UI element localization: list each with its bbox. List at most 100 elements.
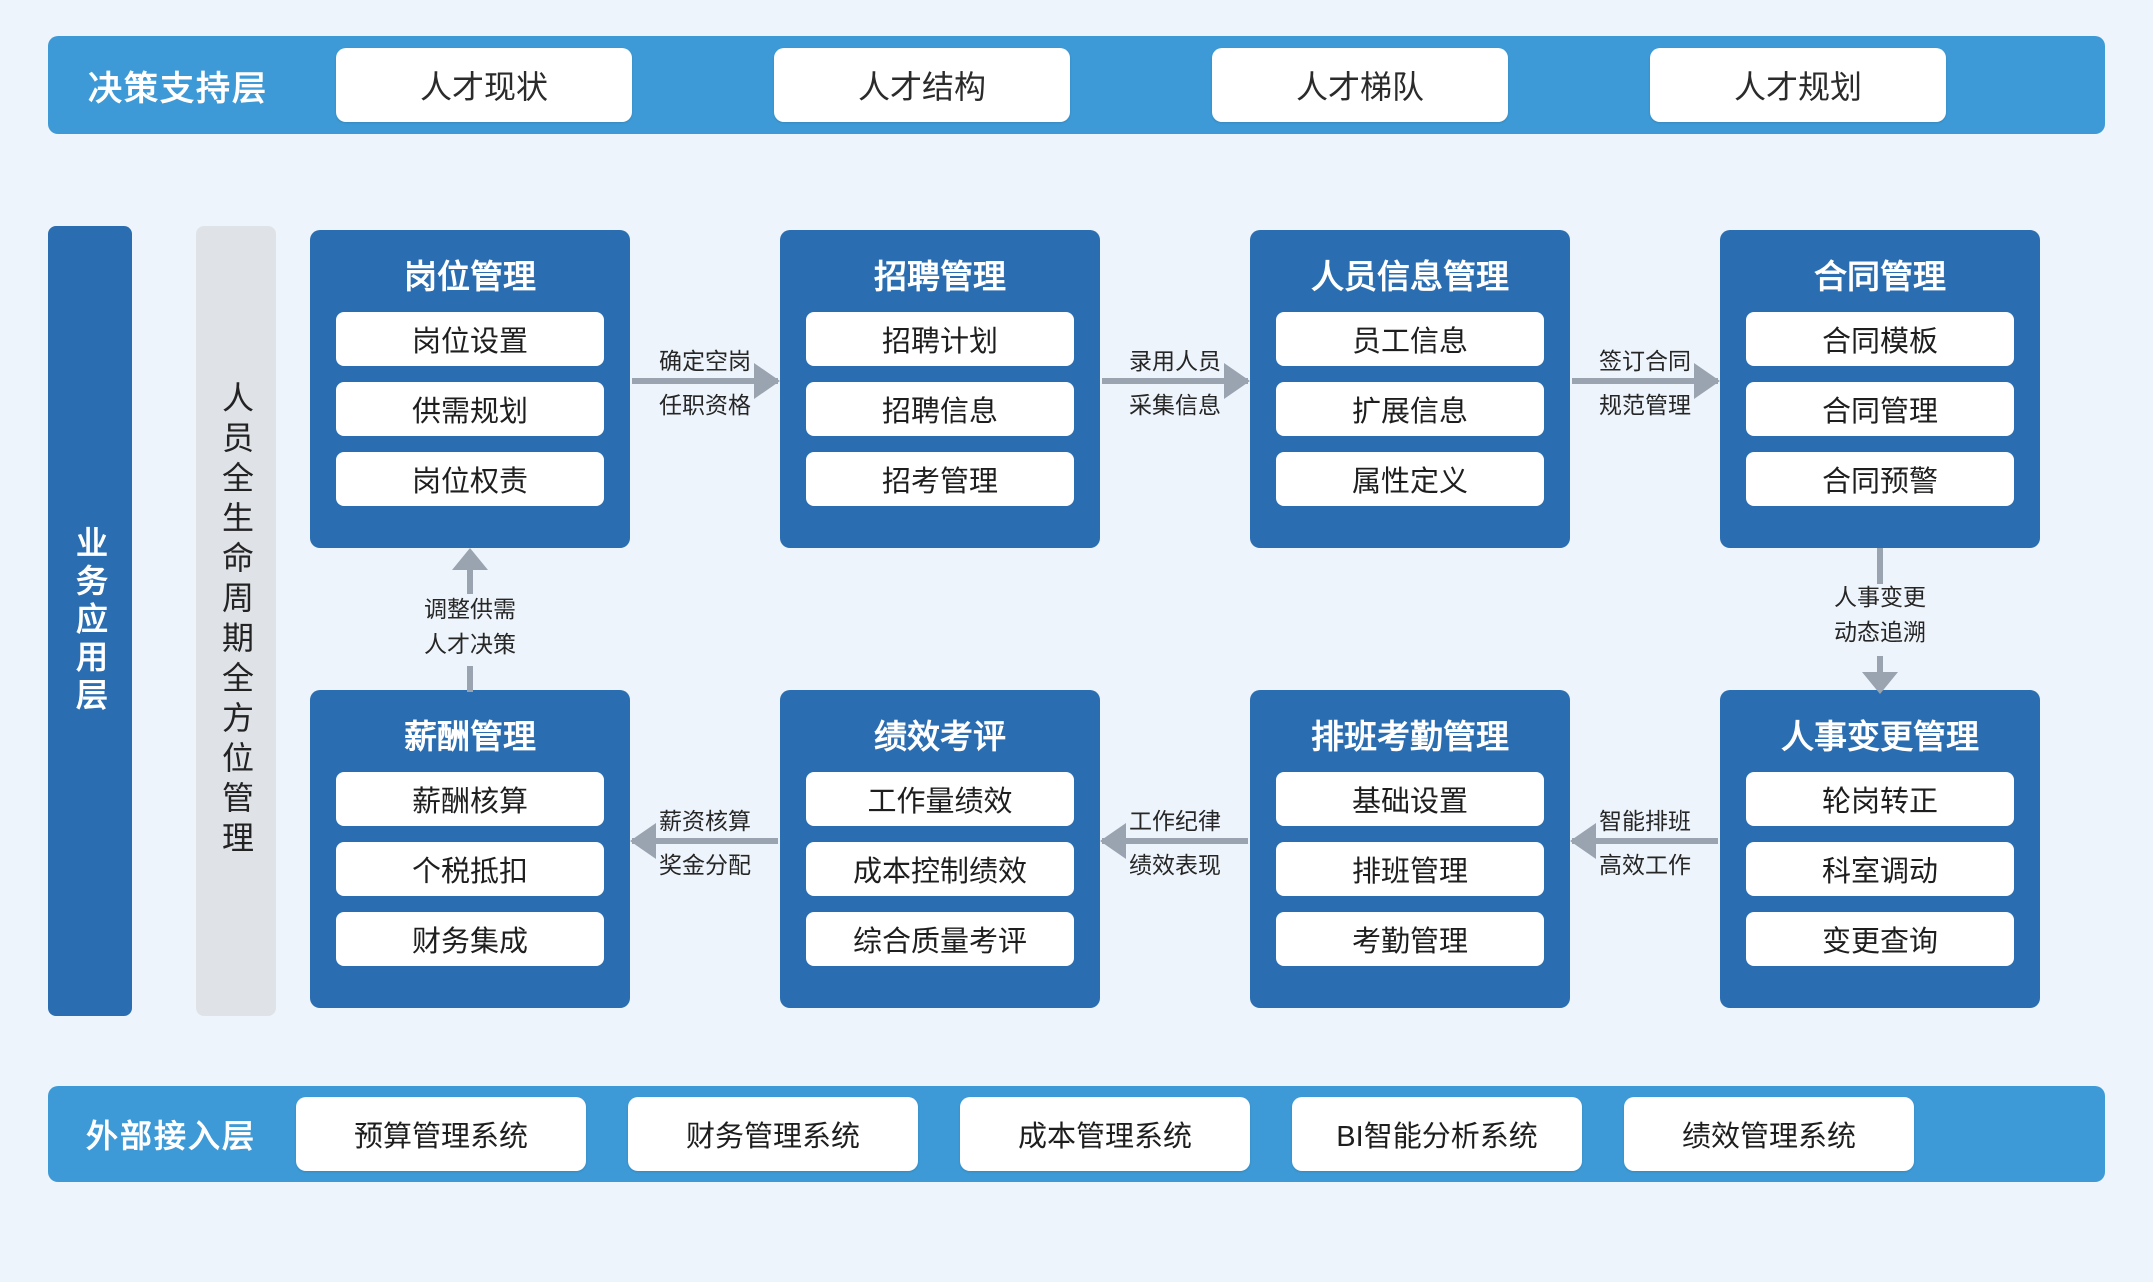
module-title: 薪酬管理	[404, 718, 536, 755]
connector-line	[467, 666, 473, 692]
connector-label-line2: 高效工作	[1599, 852, 1691, 878]
module-item[interactable]: 扩展信息	[1276, 382, 1544, 436]
module-item[interactable]: 成本控制绩效	[806, 842, 1074, 896]
connector-label-line2: 奖金分配	[659, 852, 751, 878]
external-access-chip-group: 预算管理系统 财务管理系统 成本管理系统 BI智能分析系统 绩效管理系统	[296, 1097, 1914, 1171]
arrow-head-icon	[1570, 823, 1596, 859]
module-item[interactable]: 招聘计划	[806, 312, 1074, 366]
module-title: 人事变更管理	[1781, 718, 1979, 755]
module-card-personnel-information-management[interactable]: 人员信息管理 员工信息 扩展信息 属性定义	[1250, 230, 1570, 548]
connector-scheduling-to-performance: 工作纪律 绩效表现	[1100, 806, 1248, 878]
connector-position-to-recruitment: 确定空岗 任职资格	[632, 346, 780, 418]
module-item[interactable]: 岗位设置	[336, 312, 604, 366]
connector-line	[1572, 838, 1718, 844]
connector-label: 调整供需人才决策	[424, 592, 516, 661]
module-item[interactable]: 财务集成	[336, 912, 604, 966]
arrow-head-icon	[630, 823, 656, 859]
module-item[interactable]: 招考管理	[806, 452, 1074, 506]
module-title: 招聘管理	[874, 258, 1006, 295]
connector-label-line1: 人事变更	[1834, 584, 1926, 610]
business-application-layer: 业务应用层 人员全生命周期全方位管理 岗位管理 岗位设置 供需规划 岗位权责 招…	[48, 218, 2105, 1024]
connector-line	[1877, 656, 1883, 674]
module-cards-area: 岗位管理 岗位设置 供需规划 岗位权责 招聘管理 招聘计划 招聘信息 招考管理 …	[310, 218, 2105, 1024]
module-item[interactable]: 岗位权责	[336, 452, 604, 506]
module-item[interactable]: 个税抵扣	[336, 842, 604, 896]
external-chip-performance-system[interactable]: 绩效管理系统	[1624, 1097, 1914, 1171]
external-chip-bi-analytics-system[interactable]: BI智能分析系统	[1292, 1097, 1582, 1171]
connector-label-line1: 签订合同	[1599, 348, 1691, 374]
module-card-scheduling-attendance-management[interactable]: 排班考勤管理 基础设置 排班管理 考勤管理	[1250, 690, 1570, 1008]
connector-personnel-change-to-scheduling: 智能排班 高效工作	[1570, 806, 1718, 878]
decision-support-layer-bar: 决策支持层 人才现状 人才结构 人才梯队 人才规划	[48, 36, 2105, 134]
module-item[interactable]: 招聘信息	[806, 382, 1074, 436]
module-title: 排班考勤管理	[1311, 718, 1509, 755]
connector-compensation-to-position: 调整供需人才决策	[395, 548, 545, 692]
arrow-head-icon	[1694, 363, 1720, 399]
arrow-head-icon	[1224, 363, 1250, 399]
module-item[interactable]: 供需规划	[336, 382, 604, 436]
module-item[interactable]: 薪酬核算	[336, 772, 604, 826]
connector-label: 人事变更动态追溯	[1834, 580, 1926, 649]
external-access-layer-title: 外部接入层	[86, 1118, 257, 1154]
connector-label-line2: 任职资格	[659, 392, 751, 418]
connector-label-line2: 绩效表现	[1129, 852, 1221, 878]
module-item[interactable]: 综合质量考评	[806, 912, 1074, 966]
module-item[interactable]: 科室调动	[1746, 842, 2014, 896]
connector-label-line1: 智能排班	[1599, 808, 1691, 834]
decision-chip-talent-planning[interactable]: 人才规划	[1650, 48, 1946, 122]
module-title: 人员信息管理	[1311, 258, 1509, 295]
decision-chip-talent-echelon[interactable]: 人才梯队	[1212, 48, 1508, 122]
module-item[interactable]: 合同模板	[1746, 312, 2014, 366]
external-chip-cost-system[interactable]: 成本管理系统	[960, 1097, 1250, 1171]
connector-line	[1877, 548, 1883, 584]
connector-label-line2: 采集信息	[1129, 392, 1221, 418]
module-item[interactable]: 合同管理	[1746, 382, 2014, 436]
module-card-recruitment-management[interactable]: 招聘管理 招聘计划 招聘信息 招考管理	[780, 230, 1100, 548]
connector-line	[467, 568, 473, 594]
module-item[interactable]: 员工信息	[1276, 312, 1544, 366]
module-item[interactable]: 属性定义	[1276, 452, 1544, 506]
module-title: 绩效考评	[874, 718, 1006, 755]
decision-chip-talent-status[interactable]: 人才现状	[336, 48, 632, 122]
connector-label-line1: 录用人员	[1129, 348, 1221, 374]
module-item[interactable]: 基础设置	[1276, 772, 1544, 826]
module-card-contract-management[interactable]: 合同管理 合同模板 合同管理 合同预警	[1720, 230, 2040, 548]
module-title: 合同管理	[1814, 258, 1946, 295]
module-card-position-management[interactable]: 岗位管理 岗位设置 供需规划 岗位权责	[310, 230, 630, 548]
arrow-head-icon	[1100, 823, 1126, 859]
business-application-layer-title: 业务应用层	[48, 226, 132, 1016]
lifecycle-band-label: 人员全生命周期全方位管理	[196, 226, 276, 1016]
module-item[interactable]: 工作量绩效	[806, 772, 1074, 826]
connector-personnel-info-to-contract: 签订合同 规范管理	[1572, 346, 1720, 418]
connector-line	[632, 378, 778, 384]
arrow-head-icon	[754, 363, 780, 399]
external-chip-finance-system[interactable]: 财务管理系统	[628, 1097, 918, 1171]
connector-label-line2: 规范管理	[1599, 392, 1691, 418]
module-card-performance-appraisal[interactable]: 绩效考评 工作量绩效 成本控制绩效 综合质量考评	[780, 690, 1100, 1008]
module-card-personnel-change-management[interactable]: 人事变更管理 轮岗转正 科室调动 变更查询	[1720, 690, 2040, 1008]
arrow-head-icon	[1862, 672, 1898, 694]
connector-line	[1102, 838, 1248, 844]
connector-performance-to-compensation: 薪资核算 奖金分配	[630, 806, 778, 878]
decision-support-layer-title: 决策支持层	[88, 69, 268, 108]
connector-line	[632, 838, 778, 844]
connector-label-line1: 薪资核算	[659, 808, 751, 834]
connector-label-line2: 人才决策	[424, 630, 516, 657]
external-chip-budget-system[interactable]: 预算管理系统	[296, 1097, 586, 1171]
module-item[interactable]: 排班管理	[1276, 842, 1544, 896]
connector-contract-to-personnel-change: 人事变更动态追溯	[1805, 548, 1955, 694]
module-item[interactable]: 合同预警	[1746, 452, 2014, 506]
decision-chip-talent-structure[interactable]: 人才结构	[774, 48, 1070, 122]
connector-label-line1: 确定空岗	[659, 348, 751, 374]
connector-label-line1: 调整供需	[424, 596, 516, 622]
module-item[interactable]: 考勤管理	[1276, 912, 1544, 966]
arrow-head-icon	[452, 548, 488, 570]
connector-recruitment-to-personnel-info: 录用人员 采集信息	[1102, 346, 1250, 418]
decision-support-chip-group: 人才现状 人才结构 人才梯队 人才规划	[336, 48, 2105, 122]
module-card-compensation-management[interactable]: 薪酬管理 薪酬核算 个税抵扣 财务集成	[310, 690, 630, 1008]
module-item[interactable]: 变更查询	[1746, 912, 2014, 966]
module-title: 岗位管理	[404, 258, 536, 295]
connector-label-line1: 工作纪律	[1129, 808, 1221, 834]
connector-line	[1102, 378, 1248, 384]
module-item[interactable]: 轮岗转正	[1746, 772, 2014, 826]
